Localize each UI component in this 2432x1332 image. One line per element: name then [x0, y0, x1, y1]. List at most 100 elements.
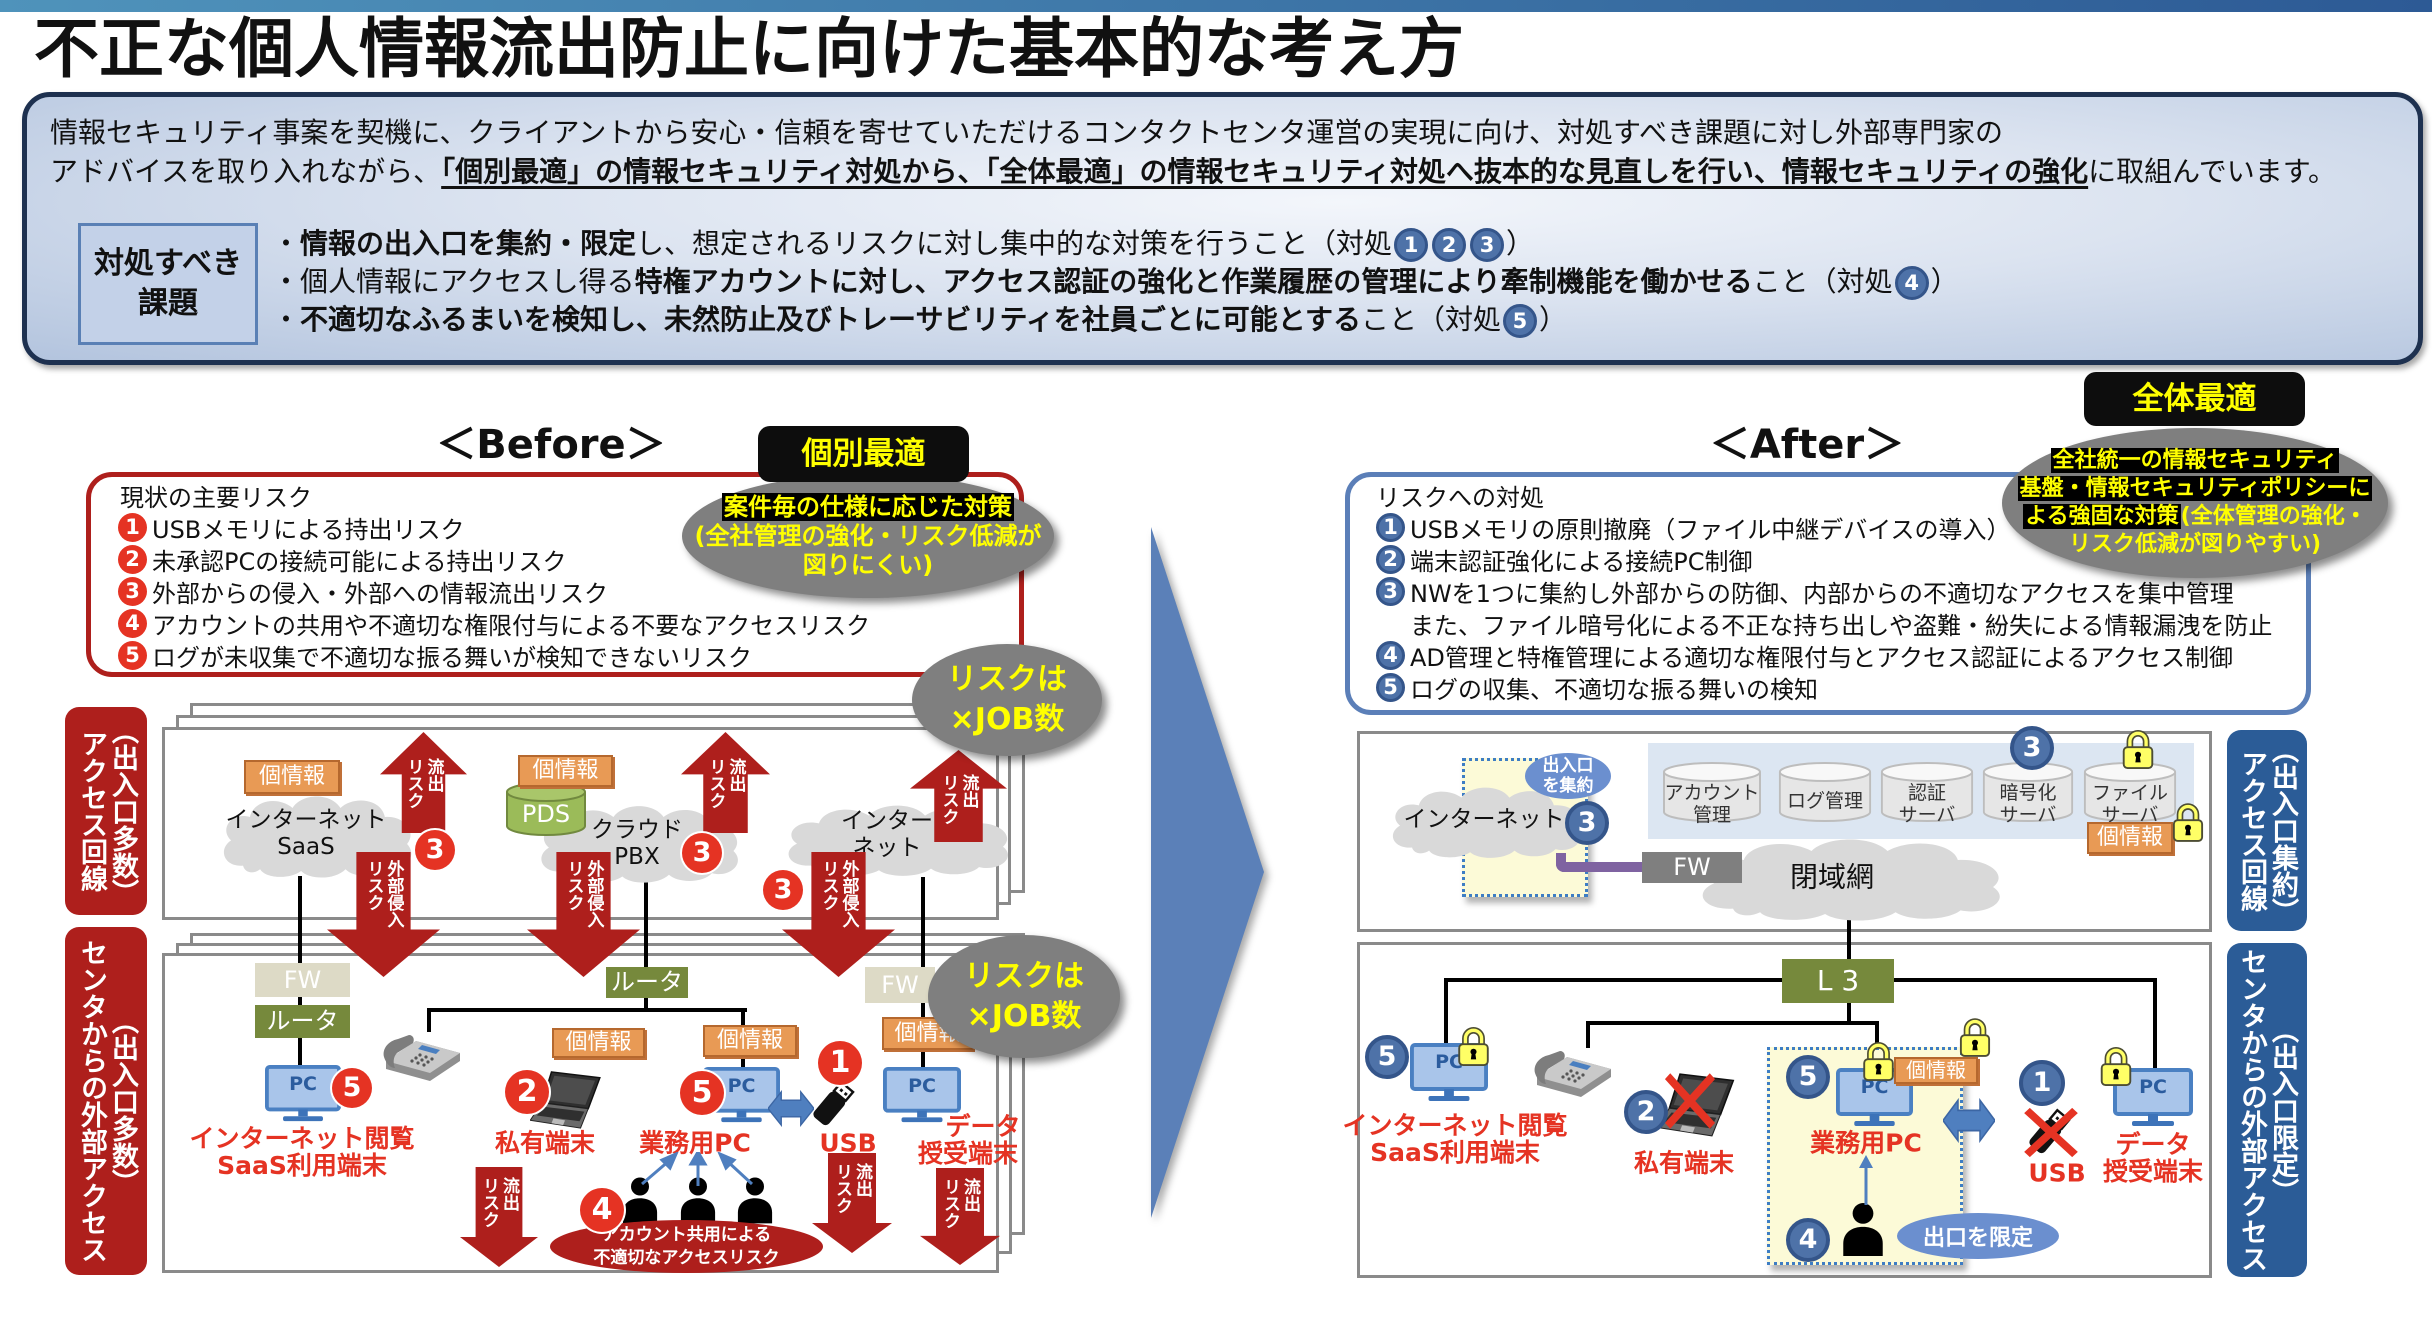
bullet-text: ）: [1538, 303, 1567, 336]
server-label-line: 管理: [1692, 804, 1731, 826]
measure-text: NWを1つに集約し外部からの防御、内部からの不適切なアクセスを集中管理: [1410, 579, 2234, 608]
arrow-label-line: リスク: [818, 860, 839, 911]
measure-text: 端末認証強化による接続PC制御: [1410, 547, 1753, 576]
outflow-risk-arrow: 流出リスク: [681, 732, 770, 833]
arrow-label-line: 流出: [423, 758, 444, 792]
usb-label: USB: [2028, 1158, 2086, 1188]
risk-number-badge: 4: [118, 608, 147, 638]
issues-bullet-list: ・情報の出入口を集約・限定し、想定されるリスクに対し集中的な対策を行うこと（対処…: [272, 225, 1959, 339]
lock-icon: [1457, 1027, 1490, 1067]
cloud-label-line: SaaS: [277, 834, 335, 860]
after-approach-badge: 全体最適: [2084, 372, 2305, 426]
measure-number-badge: 1: [1376, 512, 1405, 542]
bullet-text: こと（対処: [1752, 265, 1893, 298]
before-approach-note: 案件毎の仕様に応じた対策 (全社管理の強化・リスク低減が 図りにくい): [682, 474, 1054, 598]
lock-icon: [2121, 730, 2155, 770]
arrow-label: 流出リスク: [939, 774, 979, 825]
after-center-access-label: （出入口限定） センタからの外部アクセス: [2227, 943, 2307, 1277]
arrow-label: 流出リスク: [479, 1177, 519, 1228]
summary-panel: 情報セキュリティ事案を契機に、クライアントから安心・信頼を寄せていただけるコンタ…: [22, 92, 2423, 365]
measure-number-badge: 3: [1376, 576, 1405, 606]
arrow-label-line: リスク: [705, 758, 726, 809]
arrow-label-line: リスク: [832, 1163, 852, 1214]
bullet-text: ・個人情報にアクセスし得る: [272, 265, 635, 298]
before-to-after-arrow-icon: [1151, 527, 1264, 1218]
bullet-bold-text: 情報の出入口を集約・限定: [300, 227, 637, 260]
risk-number-badge: 3: [118, 576, 147, 606]
risk-ref-badge: 2: [505, 1070, 549, 1114]
intrusion-risk-arrow: 外部侵入リスク: [782, 852, 895, 977]
bullet-text: ）: [1506, 227, 1535, 260]
summary-emphasis: 「個別最適」の情報セキュリティ対処から、「全体最適」の情報セキュリティ対処へ抜本…: [441, 155, 2089, 188]
side-label-sub: （出入口多数）: [107, 1006, 138, 1196]
arrow-label: 流出リスク: [404, 758, 444, 809]
note-line: 図りにくい): [802, 550, 934, 579]
note-line: (全社管理の強化・リスク低減が: [694, 521, 1042, 550]
personal-info-tag: 個情報: [2087, 822, 2173, 854]
measure-number-badge: 5: [1376, 672, 1405, 702]
arrow-label-line: 外部侵入: [383, 860, 404, 928]
risk-multiplier-line-1: リスクは: [947, 662, 1067, 697]
arrow-label: 流出リスク: [940, 1178, 980, 1229]
arrow-label-line: 流出: [499, 1177, 519, 1211]
personal-info-tag: 個情報: [244, 760, 340, 794]
firewall-box: FW: [1642, 852, 1742, 883]
lock-icon: [2099, 1047, 2133, 1087]
after-heading: ＜After＞: [1709, 422, 1905, 468]
router-box: ルータ: [255, 1005, 350, 1038]
outflow-risk-arrow: 流出リスク: [380, 732, 467, 833]
before-heading: ＜Before＞: [436, 422, 666, 468]
arrow-label: 流出リスク: [832, 1163, 872, 1214]
access-arrowhead: [717, 1152, 737, 1171]
header-accent-bar: [0, 0, 2432, 12]
side-label-main: センタからの外部アクセス: [2236, 948, 2267, 1272]
gateway-consolidation-note: 出入口 を集約: [1525, 753, 1611, 799]
closed-network-label: 閉域網: [1789, 860, 1875, 894]
note-line: 基盤・情報セキュリティポリシーに: [2017, 475, 2373, 503]
phone-icon: [381, 1027, 463, 1083]
risk-ref-badge: 3: [763, 870, 803, 910]
pds-label: PDS: [521, 800, 571, 828]
side-label-sub: （出入口多数）: [107, 716, 138, 906]
pc-icon: PC: [2113, 1068, 2193, 1128]
measure-ref-badge: 5: [1502, 304, 1537, 338]
measure-text: ログの収集、不適切な振る舞いの検知: [1410, 675, 1818, 704]
issues-label-line-1: 対処すべき: [94, 246, 242, 281]
server-label-line: ログ管理: [1786, 790, 1863, 812]
bidirectional-arrow-icon: [1943, 1098, 1995, 1143]
data-exchange-pc-label: データ 授受端末: [915, 1112, 1021, 1167]
arrow-label: 流出リスク: [706, 758, 746, 809]
arrow-label-line: リスク: [479, 1177, 499, 1228]
personal-info-tag: 個情報: [518, 755, 613, 787]
operator-person-icon: [1842, 1202, 1884, 1256]
pc-label: PC: [1435, 1051, 1463, 1073]
data-exchange-pc-label: データ 授受端末: [2103, 1131, 2203, 1185]
measure-ref-badge: 3: [1565, 801, 1609, 845]
cloud-label-internet-saas: インターネット SaaS: [226, 807, 387, 861]
pc-icon: PC: [703, 1067, 780, 1124]
internet-fw-link: [1556, 853, 1652, 872]
issues-label-line-2: 課題: [138, 286, 198, 321]
arrow-label-line: 流出: [725, 758, 746, 792]
work-pc-label: 業務用PC: [639, 1128, 751, 1158]
personal-info-tag: 個情報: [552, 1028, 645, 1058]
access-arrowhead: [688, 1152, 708, 1166]
pc-label: PC: [727, 1075, 756, 1097]
risk-ref-badge: 5: [680, 1071, 724, 1115]
risk-number-badge: 5: [118, 640, 147, 670]
encryption-server-icon: 暗号化サーバ: [1982, 762, 2074, 826]
device-label-line: データ: [945, 1112, 1021, 1141]
usb-label: USB: [819, 1128, 877, 1158]
note-plain: リスク低減が図りやすい): [2068, 532, 2322, 557]
risk-ref-badge: 5: [332, 1068, 372, 1108]
pc-label: PC: [908, 1075, 936, 1097]
bullet-text: ）: [1930, 265, 1959, 298]
risk-multiplier-line-2: ×JOB数: [949, 702, 1065, 737]
server-label-line: ファイル: [2091, 782, 2168, 804]
